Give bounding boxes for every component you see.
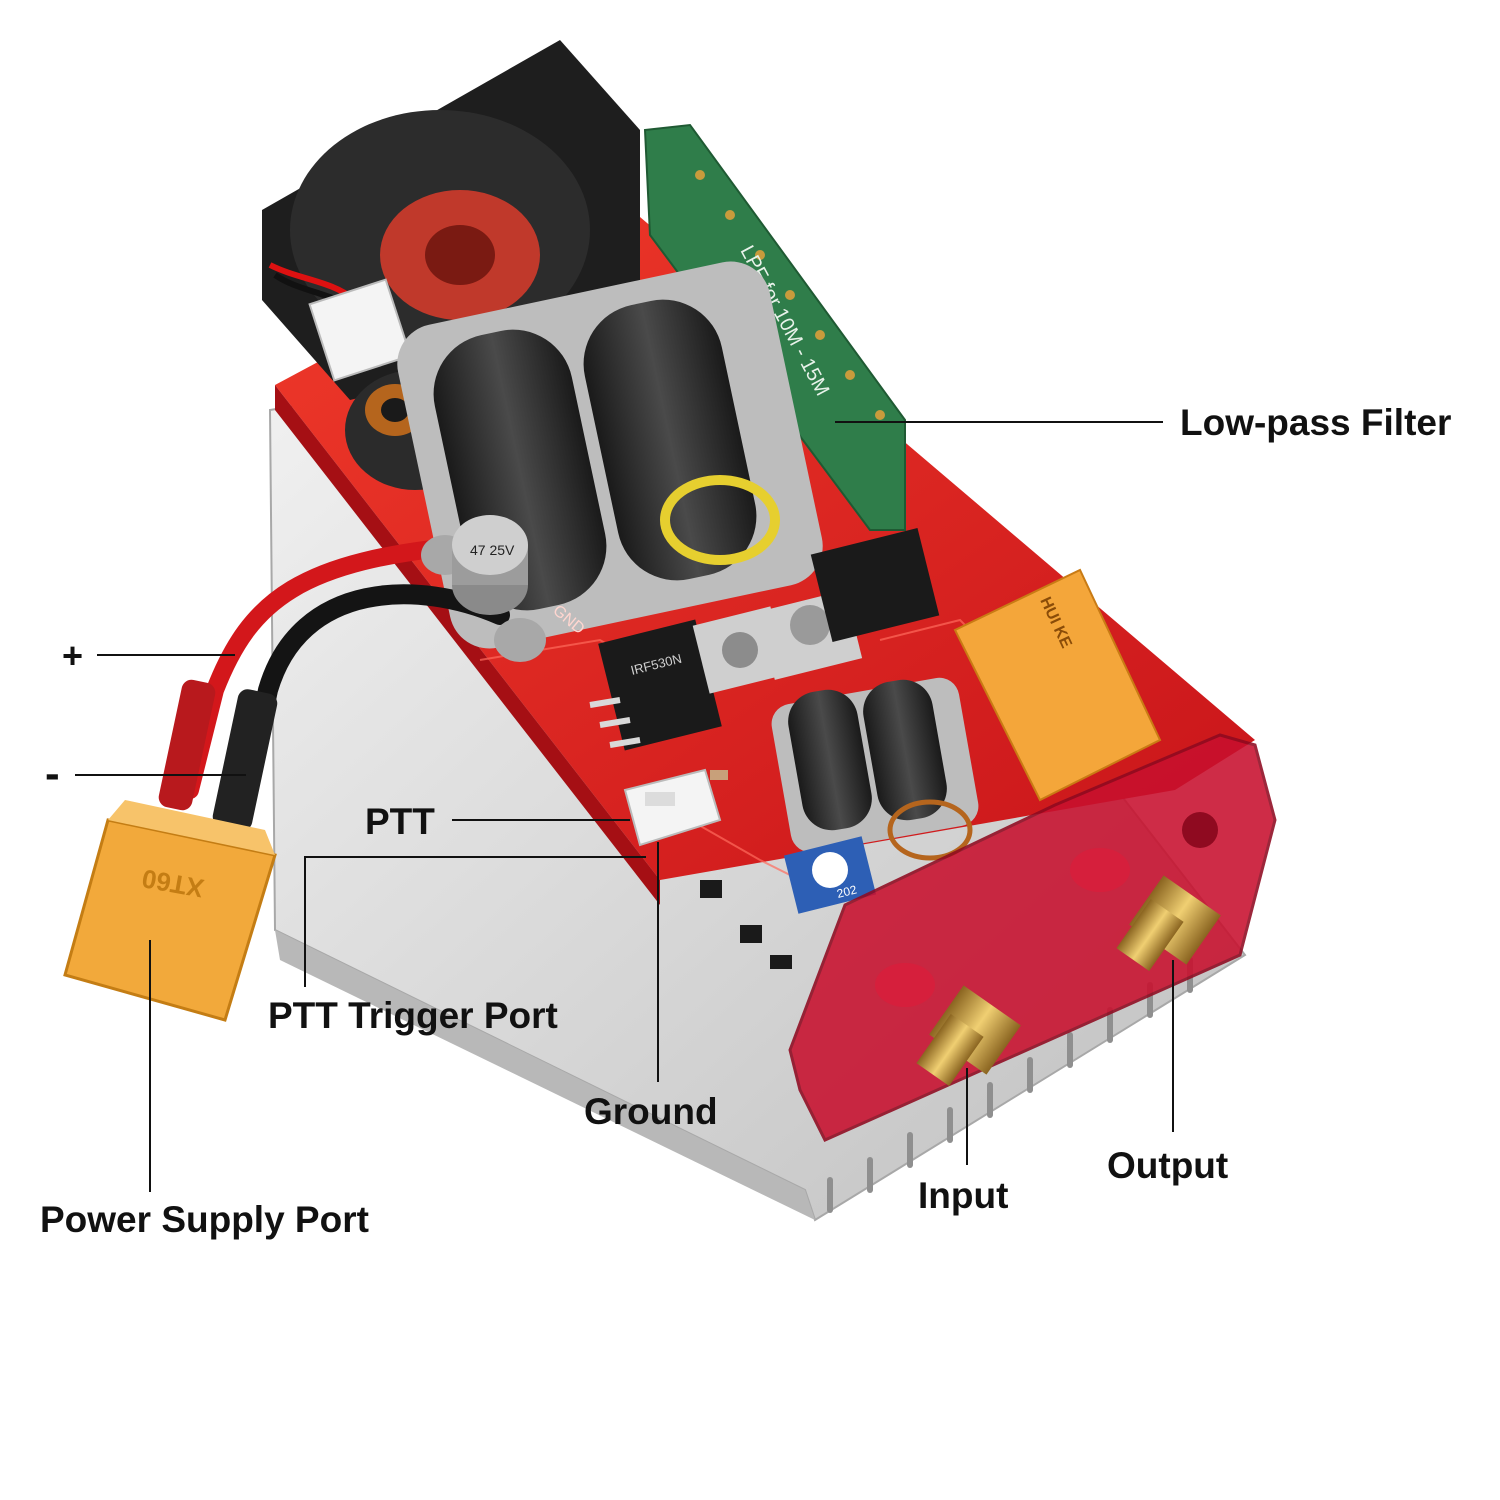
leader-lines [75, 421, 1174, 1192]
label-output: Output [1107, 1145, 1228, 1186]
acrylic-end-plate [788, 733, 1277, 1142]
amplifier-photo: LPF for 10M - 15M XT60 [63, 40, 1277, 1222]
label-ptt: PTT [365, 801, 435, 842]
label-low-pass-filter: Low-pass Filter [1180, 402, 1451, 443]
trimmer-print: 202 [835, 882, 858, 901]
relay: HUI KE [953, 568, 1162, 802]
label-ptt-trigger-port: PTT Trigger Port [268, 995, 558, 1036]
sma-output-connector [1070, 848, 1221, 972]
transistor-block [757, 528, 940, 680]
leader-ptt-trigger-port [304, 856, 646, 987]
electrolytic-capacitor: 47 25V [452, 515, 528, 615]
trimmer-potentiometer: 202 [783, 836, 877, 914]
smd-components [700, 770, 792, 969]
label-ground: Ground [584, 1091, 718, 1132]
capacitor-print: 47 25V [470, 542, 515, 558]
input-transformer [771, 677, 979, 861]
xt60-connector: XT60 [63, 800, 277, 1022]
ptt-connector [623, 768, 722, 847]
label-input: Input [918, 1175, 1008, 1216]
label-power-supply-port: Power Supply Port [40, 1199, 369, 1240]
sma-input-connector [875, 963, 1021, 1087]
label-minus: - [45, 749, 60, 798]
label-plus: + [62, 635, 83, 676]
callout-labels: Low-pass Filter + - PTT PTT Trigger Port… [40, 402, 1451, 1240]
